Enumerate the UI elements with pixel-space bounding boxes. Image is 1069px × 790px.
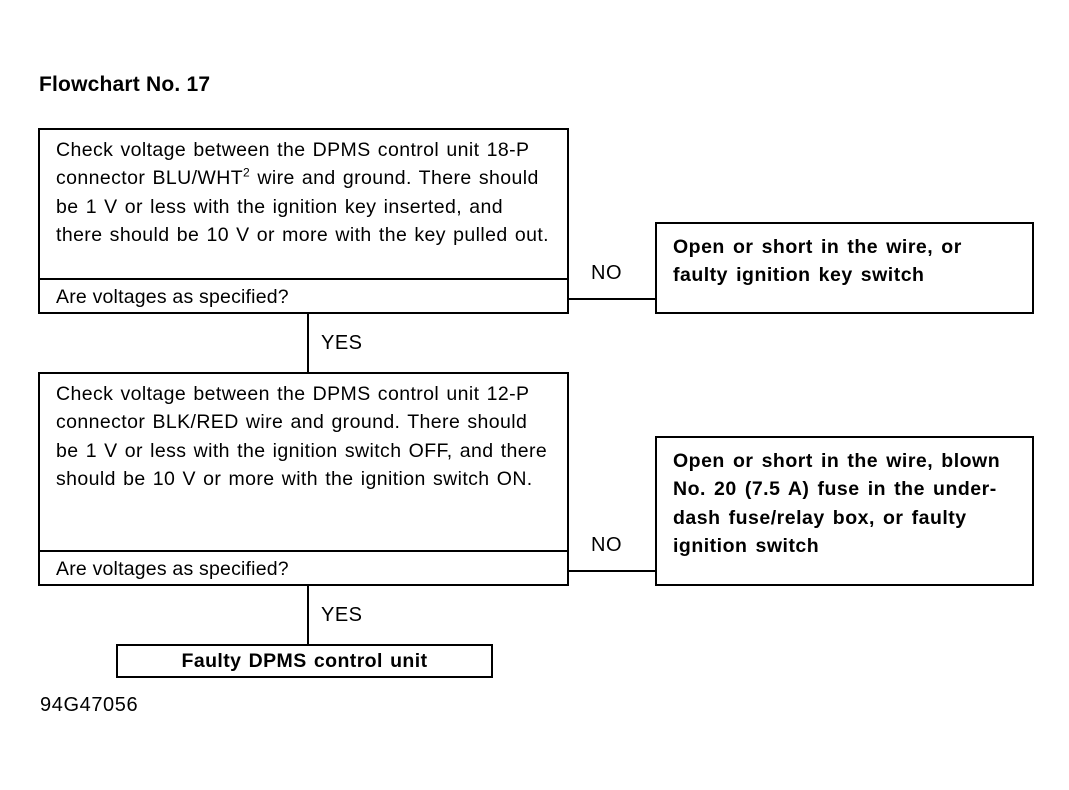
result-box-2-text: Open or short in the wire, blown No. 20 … [673,450,1001,558]
branch-label-no-2: NO [591,534,622,556]
decision-box-1: Check voltage between the DPMS control u… [38,128,569,314]
result-box-1-text: Open or short in the wire, or faulty ign… [673,236,962,287]
branch-label-yes-2: YES [321,604,363,626]
final-outcome-box: Faulty DPMS control unit [116,644,493,678]
decision-box-1-text: Check voltage between the DPMS control u… [40,130,567,278]
decision-box-1-question: Are voltages as specified? [40,278,567,314]
connector-yes-1 [307,314,309,374]
final-outcome-label: Faulty DPMS control unit [181,649,428,672]
decision-box-2-question: Are voltages as specified? [40,550,567,586]
decision-box-2-text: Check voltage between the DPMS control u… [56,383,548,491]
connector-no-2 [569,570,657,572]
result-box-1: Open or short in the wire, or faulty ign… [655,222,1034,314]
decision-box-2: Check voltage between the DPMS control u… [38,372,569,586]
decision-box-1-text-head: Check voltage between the DPMS control u… [56,139,530,190]
decision-box-1-text-tail: wire and ground. There should be 1 V or … [56,167,549,247]
connector-no-1 [569,298,657,300]
decision-box-1-superscript: 2 [243,165,251,180]
branch-label-yes-1: YES [321,332,363,354]
connector-yes-2 [307,586,309,646]
result-box-2: Open or short in the wire, blown No. 20 … [655,436,1034,586]
footer-code: 94G47056 [40,694,139,716]
branch-label-no-1: NO [591,262,622,284]
page-title: Flowchart No. 17 [39,73,211,96]
